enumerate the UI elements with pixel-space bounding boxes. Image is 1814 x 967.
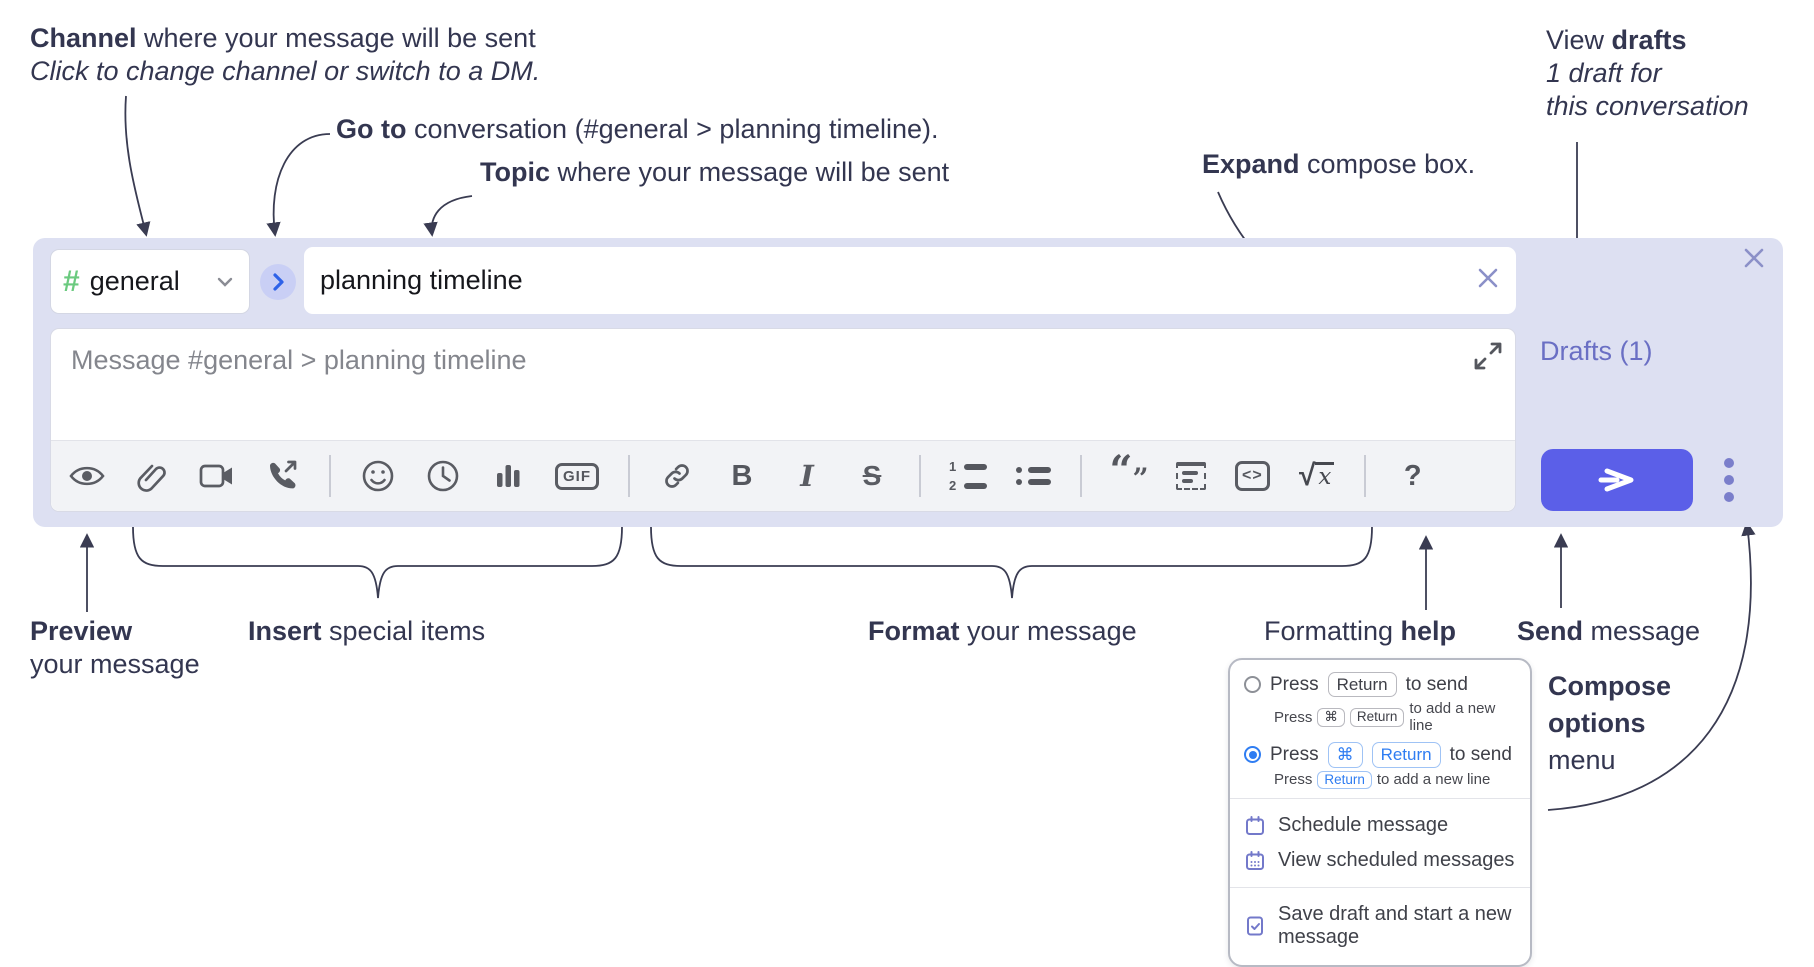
code-icon[interactable]: <> — [1235, 461, 1270, 491]
math-x-glyph: x — [1315, 461, 1335, 490]
bold-icon[interactable]: B — [731, 459, 753, 492]
compose-options-menu: Press Return to send Press ⌘ Return to a… — [1228, 658, 1532, 967]
quote-icon[interactable]: “ ” — [1109, 447, 1149, 495]
insert-annotation: Insert special items — [248, 616, 486, 646]
expand-annotation: Expand compose box. — [1202, 149, 1476, 179]
compose-options-ellipsis-icon[interactable] — [1719, 453, 1739, 507]
arrow-goto — [266, 133, 331, 237]
goto-annotation: Go to conversation (#general > planning … — [336, 114, 939, 144]
chevron-down-icon — [213, 270, 237, 294]
calendar-icon — [1246, 815, 1264, 835]
option-text: to send — [1405, 673, 1468, 695]
voice-call-icon[interactable] — [264, 458, 300, 494]
channel-selector[interactable]: # general — [50, 249, 250, 314]
send-annotation: Send message — [1517, 616, 1701, 646]
emoji-icon[interactable] — [360, 458, 396, 494]
message-textarea[interactable] — [51, 329, 1515, 439]
sqrt-glyph: √ — [1298, 459, 1316, 492]
topic-annotation: Topic where your message will be sent — [480, 157, 950, 187]
compose-box: # general — [33, 238, 1783, 527]
channel-annotation: Channel where your message will be sent … — [30, 23, 541, 86]
menu-item-schedule-message[interactable]: Schedule message — [1244, 808, 1516, 843]
toolbar-divider — [1080, 455, 1082, 497]
cmd-keycap: ⌘ — [1327, 742, 1363, 768]
send-mode-option-return-hint: Press ⌘ Return to add a new line — [1274, 700, 1496, 735]
go-to-conversation-button[interactable] — [260, 264, 296, 300]
bulleted-list-icon[interactable] — [1015, 458, 1051, 494]
channel-hash-icon: # — [63, 264, 80, 298]
video-call-icon[interactable] — [199, 458, 235, 494]
formatting-help-annotation: Formatting help — [1264, 616, 1457, 646]
strikethrough-icon[interactable]: S — [862, 460, 882, 491]
toolbar-divider — [1363, 455, 1366, 497]
drafts-link[interactable]: Drafts (1) — [1540, 336, 1653, 366]
send-icon — [1598, 468, 1634, 492]
menu-item-label: Save draft and start a new message — [1278, 903, 1512, 949]
menu-item-view-scheduled[interactable]: View scheduled messages — [1244, 843, 1516, 878]
radio-unselected[interactable] — [1244, 676, 1261, 694]
preview-icon[interactable] — [69, 458, 105, 494]
return-keycap: Return — [1349, 707, 1405, 727]
ol-number: 1 — [949, 459, 957, 474]
arrow-channel — [124, 95, 151, 237]
return-keycap: Return — [1327, 672, 1397, 698]
compose-options-annotation: Compose options menu — [1548, 671, 1672, 775]
menu-item-label: Schedule message — [1278, 814, 1449, 837]
message-container: GIF B I S 1 2 “ — [50, 328, 1516, 512]
chevron-right-icon — [273, 273, 284, 291]
preview-annotation: Preview your message — [30, 616, 200, 679]
topic-clear-icon[interactable] — [1474, 264, 1502, 292]
draft-check-icon — [1247, 916, 1263, 936]
brace-format — [650, 526, 1373, 599]
quote-close: ” — [1132, 462, 1149, 495]
option-text: to send — [1449, 743, 1512, 765]
toolbar-divider — [628, 455, 630, 497]
gif-icon[interactable]: GIF — [555, 462, 599, 490]
cmd-keycap: ⌘ — [1317, 707, 1345, 727]
send-mode-option-cmd-return[interactable]: Press ⌘ Return to send — [1244, 742, 1516, 768]
toolbar-divider — [329, 455, 331, 497]
option-text: Press — [1270, 673, 1319, 695]
expand-compose-icon[interactable] — [1473, 341, 1503, 371]
return-keycap: Return — [1371, 742, 1441, 768]
brace-insert — [132, 526, 623, 599]
italic-icon[interactable]: I — [800, 459, 814, 493]
math-icon[interactable]: √ x — [1299, 458, 1335, 494]
toolbar-divider — [919, 455, 921, 497]
link-icon[interactable] — [659, 458, 695, 494]
view-drafts-annotation: View drafts 1 draft for this conversatio… — [1546, 25, 1749, 121]
menu-divider — [1230, 887, 1530, 889]
send-mode-option-cmd-return-hint: Press Return to add a new line — [1274, 770, 1491, 790]
format-annotation: Format your message — [868, 616, 1137, 646]
menu-divider — [1230, 798, 1530, 800]
numbered-list-icon[interactable]: 1 2 — [949, 458, 987, 494]
compose-toolbar: GIF B I S 1 2 “ — [51, 440, 1515, 511]
spoiler-icon[interactable] — [1176, 462, 1206, 490]
menu-item-label: View scheduled messages — [1278, 849, 1515, 872]
ol-number: 2 — [949, 478, 957, 493]
schedule-clock-icon[interactable] — [425, 458, 461, 494]
return-keycap: Return — [1317, 770, 1372, 790]
annotated-compose-screenshot: Channel where your message will be sent … — [30, 23, 1783, 967]
formatting-help-icon[interactable]: ? — [1403, 459, 1422, 492]
menu-item-save-draft[interactable]: Save draft and start a new message — [1244, 897, 1516, 955]
quote-open: “ — [1109, 447, 1133, 494]
topic-input[interactable] — [304, 247, 1516, 314]
channel-name: general — [89, 266, 180, 296]
send-mode-option-return[interactable]: Press Return to send — [1244, 672, 1516, 698]
poll-icon[interactable] — [490, 458, 526, 494]
send-button[interactable] — [1541, 449, 1693, 511]
topic-field-wrap — [304, 247, 1516, 314]
radio-selected[interactable] — [1244, 746, 1261, 764]
calendar-grid-icon — [1246, 850, 1264, 870]
arrow-topic — [423, 195, 473, 237]
attach-file-icon[interactable] — [134, 458, 170, 494]
close-compose-icon[interactable] — [1739, 243, 1769, 273]
option-text: Press — [1270, 743, 1319, 765]
